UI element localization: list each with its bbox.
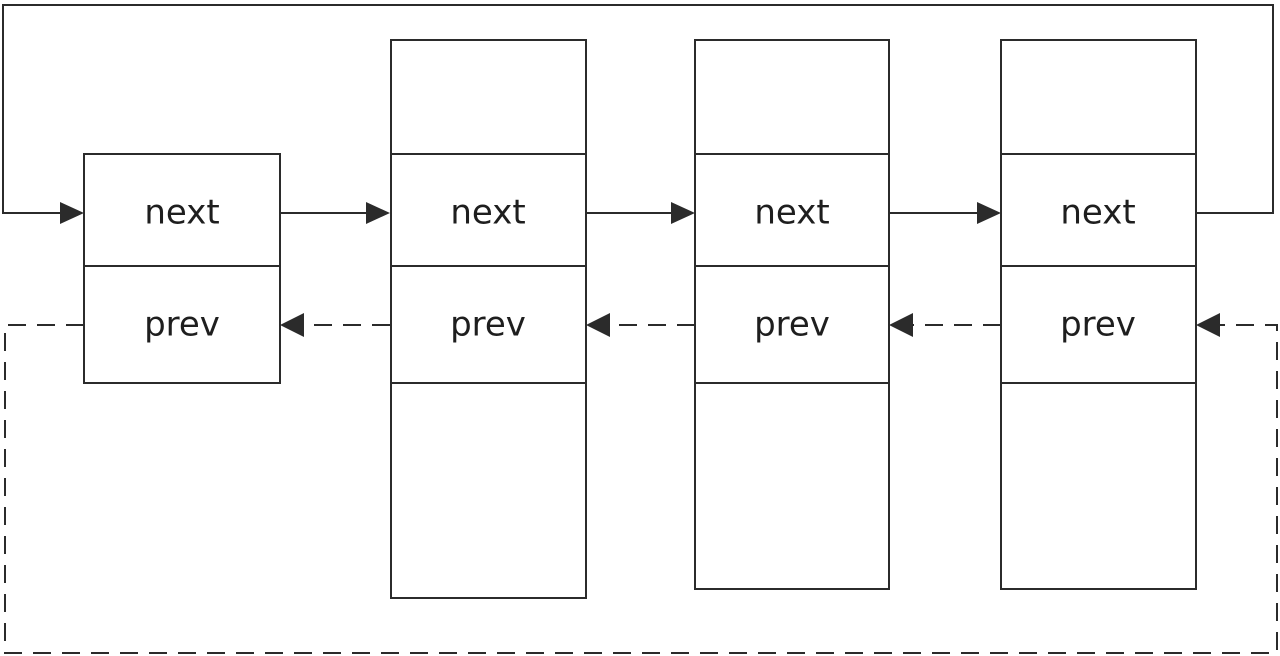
- list-node-2: next prev: [390, 39, 587, 599]
- prev-link-4-to-3-arrowhead: [889, 313, 913, 337]
- next-link-1-to-2-arrowhead: [366, 202, 390, 224]
- circular-next-arrowhead: [60, 202, 84, 224]
- circular-prev-arrowhead: [1196, 313, 1220, 337]
- node-4-data-cell: [1000, 382, 1197, 590]
- node-3-top-cell: [694, 39, 890, 155]
- node-1-next-cell: [83, 153, 281, 267]
- node-4-prev-label: prev: [1060, 305, 1136, 345]
- node-2-top-cell: [390, 39, 587, 155]
- circular-next-link: [2, 4, 1274, 214]
- node-2-prev-cell: [390, 265, 587, 384]
- node-1-prev-cell: [83, 265, 281, 384]
- node-2-prev-label: prev: [450, 305, 526, 345]
- node-3-prev-label: prev: [754, 305, 830, 345]
- node-4-next-label: next: [1060, 193, 1135, 233]
- list-node-4: next prev: [1000, 39, 1197, 590]
- list-node-1: next prev: [83, 153, 281, 384]
- node-4-prev-cell: [1000, 265, 1197, 384]
- prev-link-3-to-2-arrowhead: [586, 313, 610, 337]
- node-4-top-cell: [1000, 39, 1197, 155]
- node-3-next-label: next: [754, 193, 829, 233]
- node-2-next-label: next: [450, 193, 525, 233]
- next-link-2-to-3-arrowhead: [671, 202, 695, 224]
- node-1-next-label: next: [144, 193, 219, 233]
- prev-link-2-to-1-arrowhead: [280, 313, 304, 337]
- list-node-3: next prev: [694, 39, 890, 590]
- node-3-next-cell: [694, 153, 890, 267]
- circular-prev-link: [4, 324, 1278, 654]
- next-link-3-to-4-arrowhead: [977, 202, 1001, 224]
- node-2-data-cell: [390, 382, 587, 599]
- node-2-next-cell: [390, 153, 587, 267]
- node-3-data-cell: [694, 382, 890, 590]
- node-1-prev-label: prev: [144, 305, 220, 345]
